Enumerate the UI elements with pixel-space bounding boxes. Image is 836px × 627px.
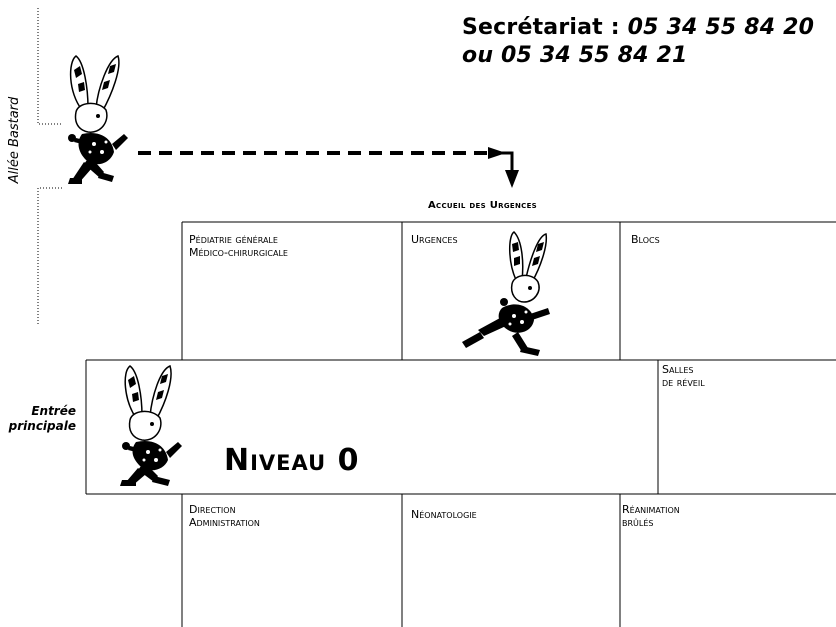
down-arrow-icon [505, 170, 519, 188]
room-salles-line-2: de réveil [662, 376, 705, 389]
street-label: Allée Bastard [7, 96, 22, 184]
phone-number-2: ou 05 34 55 84 21 [462, 43, 688, 68]
room-pediatrie-line-1: Pédiatrie générale [189, 233, 278, 246]
room-reanimation-line-1: Réanimation [622, 503, 680, 516]
rabbit-mascot-icon [120, 365, 182, 486]
secretariat-phones: Secrétariat : 05 34 55 84 20 ou 05 34 55… [462, 14, 814, 70]
main-entrance-line-2: principale [8, 419, 76, 433]
room-blocs: Blocs [631, 233, 660, 246]
room-direction: Direction Administration [189, 503, 260, 529]
main-entrance-label: Entrée principale [0, 404, 76, 434]
level-title: Niveau 0 [224, 443, 360, 478]
room-reanimation: Réanimation brûlés [622, 503, 680, 529]
room-pediatrie-line-2: Médico-chirurgicale [189, 246, 288, 259]
secretariat-line-1: Secrétariat : 05 34 55 84 20 [462, 14, 814, 42]
secretariat-label: Secrétariat : [462, 15, 628, 40]
rabbit-mascot-icon [462, 231, 550, 356]
street-dotted-line-bottom [37, 187, 62, 326]
room-pediatrie: Pédiatrie générale Médico-chirurgicale [189, 233, 288, 259]
room-urgences: Urgences [411, 233, 458, 246]
urgences-entrance-label: Accueil des Urgences [428, 200, 537, 211]
route-arrow [138, 147, 519, 188]
main-entrance-line-1: Entrée [31, 404, 76, 418]
room-salles-reveil: Salles de réveil [662, 363, 705, 389]
room-reanimation-line-2: brûlés [622, 516, 654, 529]
room-direction-line-2: Administration [189, 516, 260, 529]
rabbit-mascot-icon [68, 55, 128, 184]
phone-number-1: 05 34 55 84 20 [627, 15, 815, 40]
room-neonatologie: Néonatologie [411, 508, 477, 521]
room-direction-line-1: Direction [189, 503, 236, 516]
street-dotted-line-top [37, 8, 62, 125]
room-salles-line-1: Salles [662, 363, 694, 376]
